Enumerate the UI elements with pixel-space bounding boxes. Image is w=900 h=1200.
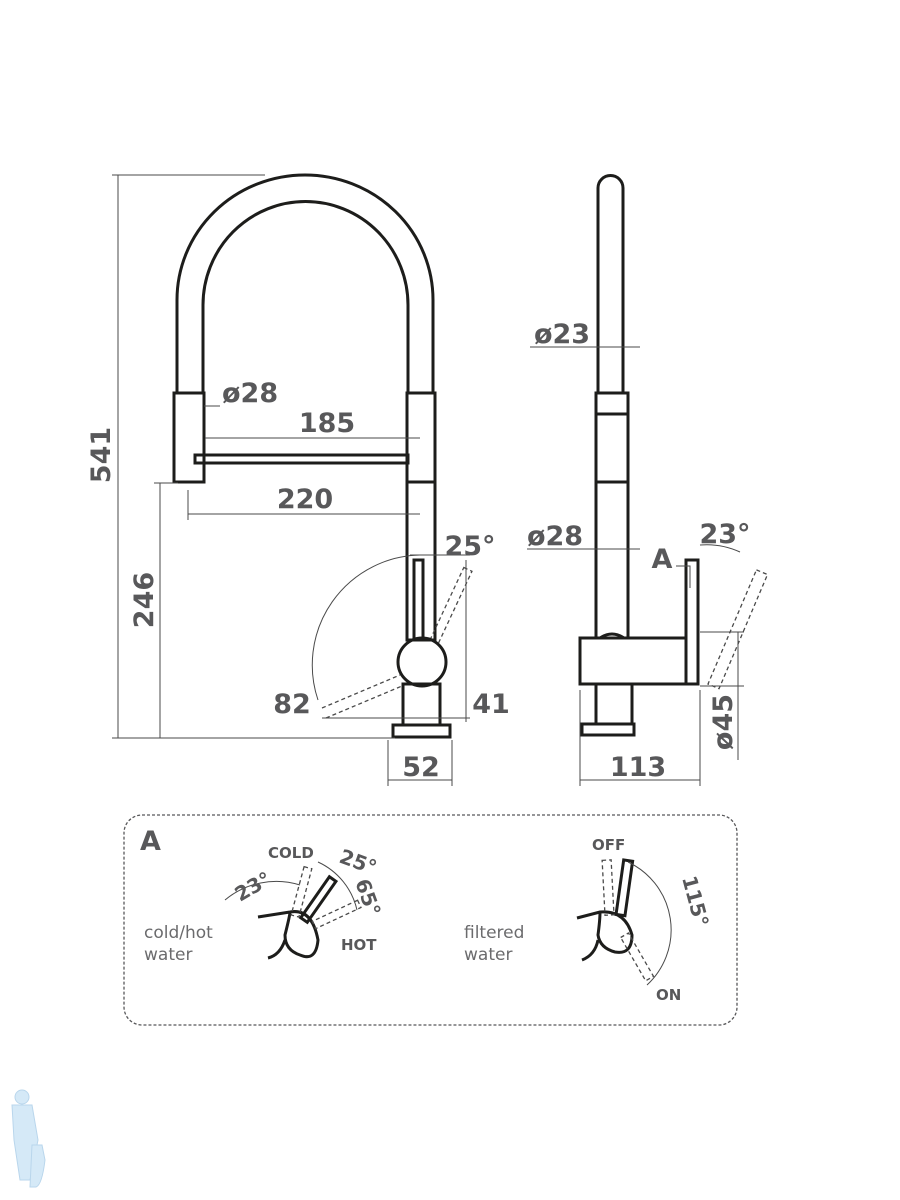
dim-depth: 113: [610, 752, 666, 783]
side-view: [527, 174, 769, 786]
dim-tube-diameter: ø23: [534, 319, 590, 350]
spout-inner: [201, 200, 410, 393]
base-plate: [391, 723, 452, 739]
dim-base-diameter: ø45: [708, 694, 739, 750]
dim-spout-height: 246: [129, 572, 160, 628]
side-housing: [578, 632, 688, 686]
detail-title: A: [140, 826, 161, 857]
dim-base-width: 52: [402, 752, 440, 783]
dim-side-lever-angle: 23°: [699, 519, 750, 550]
base-stem: [401, 682, 442, 727]
label-cold: COLD: [268, 844, 314, 862]
angle-filter: 115°: [677, 873, 714, 929]
dim-handle-depth: 41: [472, 689, 510, 720]
side-tube: [596, 174, 625, 393]
pullout-head: [172, 391, 206, 484]
spray-bar: [193, 453, 410, 465]
spout-outer: [175, 173, 435, 393]
side-collar: [594, 391, 630, 484]
mixer-detail: [224, 861, 362, 960]
body-column: [405, 391, 437, 642]
side-lever: [684, 558, 700, 686]
label-on: ON: [656, 986, 681, 1004]
mixer-label-line1: cold/hot: [144, 923, 213, 943]
label-off: OFF: [592, 836, 625, 854]
mixer-label-line2: water: [144, 945, 192, 965]
dim-reach-outer: 220: [277, 484, 333, 515]
dim-body-diameter: ø28: [527, 521, 583, 552]
front-view: [112, 173, 473, 786]
filter-label-line2: water: [464, 945, 512, 965]
angle-cold: 25°: [336, 844, 380, 879]
detail-marker: A: [652, 544, 673, 575]
dim-head-diameter: ø28: [222, 378, 278, 409]
dim-handle-swing: 82: [273, 689, 311, 720]
plumber-logo: [11, 1089, 46, 1188]
angle-back: 23°: [231, 867, 276, 907]
detail-box: [123, 814, 738, 1026]
angle-hot: 65°: [350, 876, 385, 920]
lever: [412, 558, 425, 642]
dim-total-height: 541: [86, 427, 117, 483]
label-hot: HOT: [341, 936, 377, 954]
filter-label-line1: filtered: [464, 923, 524, 943]
filter-detail: [576, 858, 672, 986]
dim-lever-angle: 25°: [444, 531, 495, 562]
handle-knob: [396, 636, 448, 688]
dim-reach-inner: 185: [299, 408, 355, 439]
